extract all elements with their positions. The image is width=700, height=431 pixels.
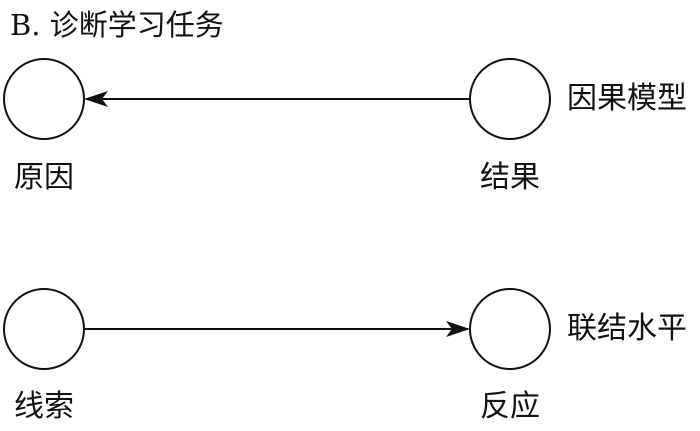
effect-node [469,58,551,140]
cue-label: 线索 [14,389,74,424]
association-level-label: 联结水平 [567,311,687,346]
cause-label: 原因 [14,160,74,195]
effect-label: 结果 [480,160,540,195]
response-node [469,288,551,370]
response-label: 反应 [480,389,540,424]
diagram-title: B. 诊断学习任务 [10,8,224,42]
causal-model-label: 因果模型 [567,81,687,116]
cue-node [3,288,85,370]
cause-node [3,58,85,140]
